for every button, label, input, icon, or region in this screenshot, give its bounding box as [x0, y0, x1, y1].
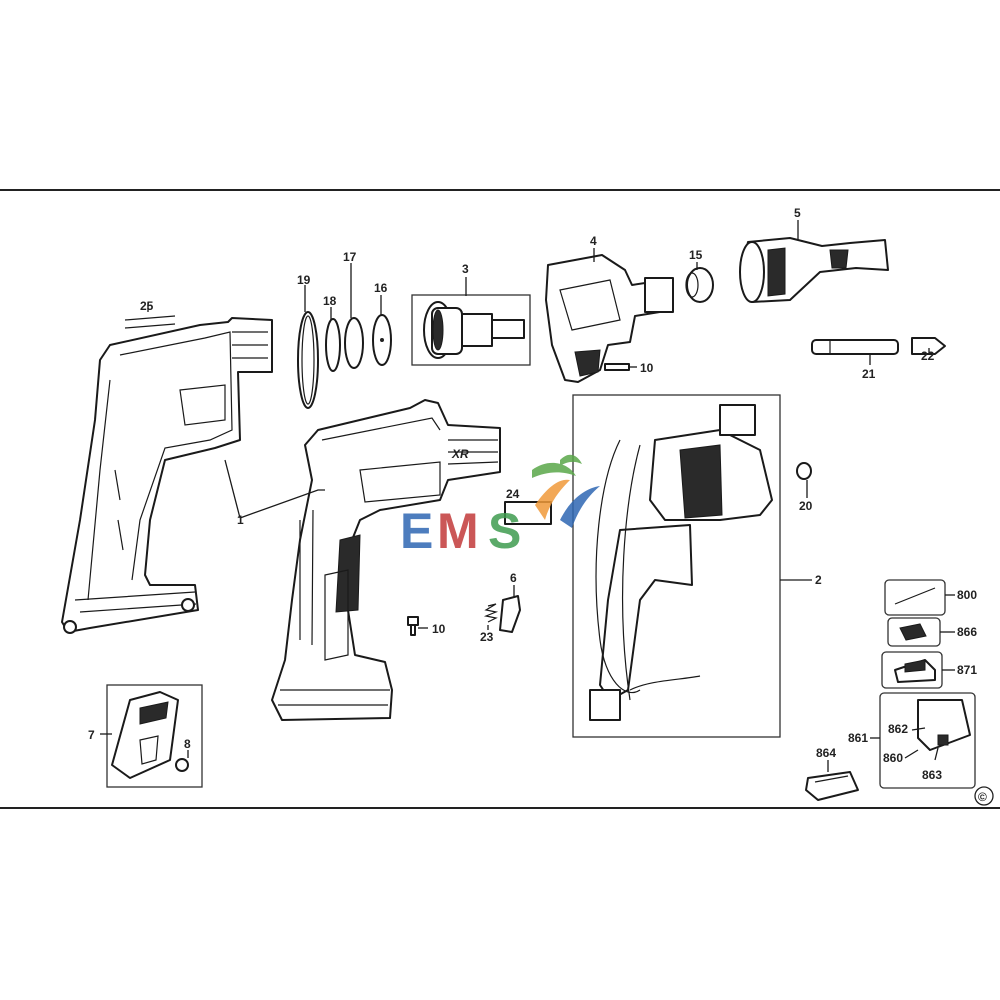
clutch-inset-box: [411, 294, 531, 366]
screw-part-10-lower: [407, 616, 419, 636]
watermark-swoosh-orange: [535, 479, 570, 520]
callout-21: 21: [862, 367, 876, 381]
screwdriver-bit-part-22: [911, 337, 946, 355]
spring-part-23: [483, 603, 499, 623]
callout-6: 6: [510, 571, 517, 585]
callout-860: 860: [883, 751, 903, 765]
washer-part-16: [372, 314, 392, 366]
callout-labels: 1 2 3 4 5 6 7 8 10 10 15 16 17 18 19 20 …: [88, 206, 977, 782]
right-housing-part-1: XR: [271, 399, 501, 721]
xr-decal: XR: [451, 447, 469, 461]
callout-800: 800: [957, 588, 977, 602]
callout-5: 5: [794, 206, 801, 220]
callout-10-lower: 10: [432, 622, 446, 636]
ems-watermark-logo: E M S: [400, 454, 600, 559]
belt-clip-inset-box: [106, 684, 203, 788]
belt-clip-part-7: [111, 691, 179, 779]
o-ring-part-19: [297, 311, 319, 409]
watermark-letter-s: S: [488, 503, 521, 559]
accessory-866: [899, 623, 927, 641]
callout-10-upper: 10: [640, 361, 654, 375]
callout-19: 19: [297, 273, 311, 287]
callout-8: 8: [184, 737, 191, 751]
kit-box-861-box: [879, 692, 976, 789]
callout-866: 866: [957, 625, 977, 639]
battery-part-864: [805, 771, 859, 801]
callout-864: 864: [816, 746, 836, 760]
callout-7: 7: [88, 728, 95, 742]
left-housing-half-part-25: [61, 315, 273, 634]
motor-switch-assembly-part-2: [589, 404, 773, 721]
watermark-leaf-green-2: [560, 454, 582, 466]
bit-accessory-800: [894, 587, 936, 605]
callout-20: 20: [799, 499, 813, 513]
callout-22: 22: [921, 349, 935, 363]
copyright-symbol: ©: [978, 790, 987, 804]
callout-3: 3: [462, 262, 469, 276]
motor-inset-box: [572, 394, 781, 738]
watermark-swoosh-blue: [560, 486, 600, 528]
callout-17: 17: [343, 250, 357, 264]
washer-part-18: [325, 318, 341, 372]
bushing-part-20: [796, 462, 812, 480]
callout-24: 24: [506, 487, 520, 501]
callout-16: 16: [374, 281, 388, 295]
accessory-800-box: [884, 579, 946, 616]
clutch-shaft-part-3: [423, 301, 525, 359]
callout-25: 25: [140, 299, 154, 313]
callout-871: 871: [957, 663, 977, 677]
kit-case-part-860: [917, 699, 971, 751]
bushing-part-15: [685, 267, 714, 303]
battery-charger-871: [894, 659, 936, 683]
callout-861: 861: [848, 731, 868, 745]
callout-862: 862: [888, 722, 908, 736]
leader-lines: [100, 220, 955, 772]
bit-holder-part-21: [811, 339, 899, 355]
watermark-letter-e: E: [400, 503, 433, 559]
callout-18: 18: [323, 294, 337, 308]
screw-part-10-upper: [604, 363, 630, 371]
callout-15: 15: [689, 248, 703, 262]
watermark-letter-m: M: [437, 503, 479, 559]
callout-2: 2: [815, 573, 822, 587]
gear-case-part-4: [545, 254, 674, 383]
callout-1: 1: [237, 513, 244, 527]
callout-23: 23: [480, 630, 494, 644]
switch-lock-part-6: [499, 595, 521, 633]
screw-part-8: [175, 758, 189, 772]
callout-4: 4: [590, 234, 597, 248]
watermark-leaf-green: [532, 462, 576, 478]
snap-ring-part-17: [344, 317, 364, 369]
copyright-mark: ©: [974, 786, 994, 806]
nose-cone-part-5: [739, 237, 889, 303]
callout-863: 863: [922, 768, 942, 782]
